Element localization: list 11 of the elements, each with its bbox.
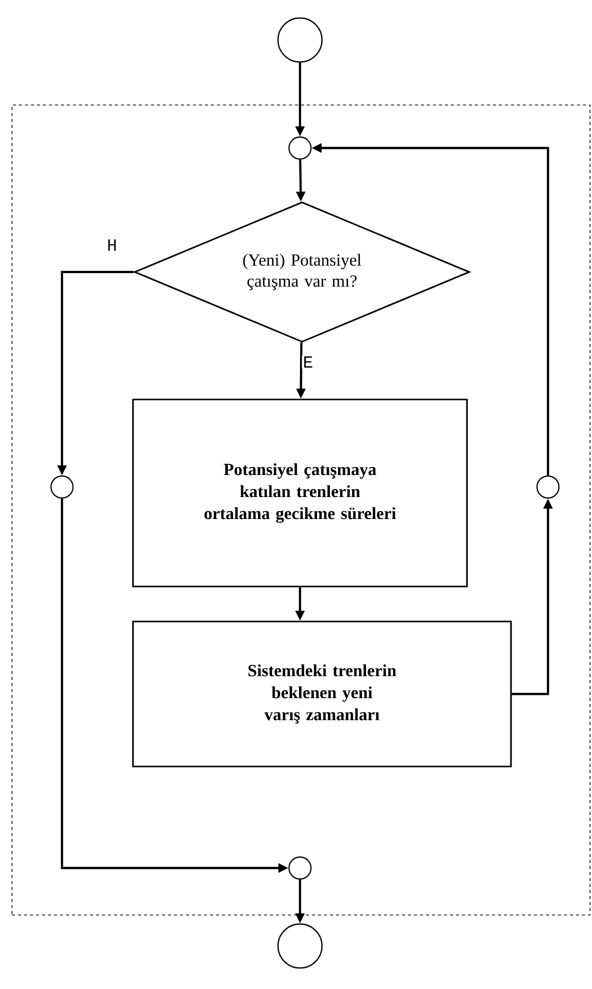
process-box: Potansiyel çatışmaya katılan trenlerin ortalama gecikme süreleri (132, 398, 468, 588)
dashed-boundary (12, 104, 590, 916)
edge-label: E (302, 355, 314, 369)
process-box: Sistemdeki trenlerin beklenen yeni varış zamanları (132, 620, 512, 768)
junction-circle (50, 475, 74, 499)
junction-circle (288, 136, 312, 160)
edge-label: H (106, 238, 118, 252)
junction-circle (288, 856, 312, 880)
junction-circle (536, 475, 560, 499)
connector-circle (277, 923, 323, 969)
connector-circle (277, 17, 323, 63)
